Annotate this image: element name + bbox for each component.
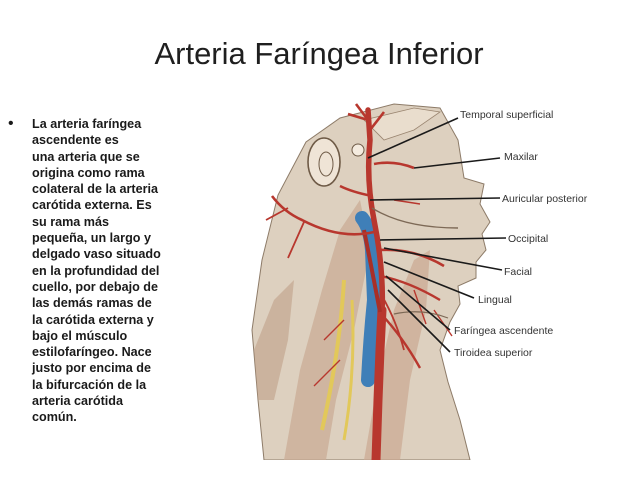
- bullet-line: La arteria faríngea: [32, 117, 142, 131]
- bullet-line: en la profundidad del: [32, 263, 160, 278]
- label-maxilar: Maxilar: [504, 151, 538, 163]
- label-temporal-superficial: Temporal superficial: [460, 109, 553, 121]
- ear: [307, 137, 341, 187]
- anatomy-illustration: Temporal superficial Maxilar Auricular p…: [244, 100, 616, 460]
- bullet-line: pequeña, un largo y: [32, 231, 151, 246]
- bullet-line: la carótida externa y: [32, 312, 154, 327]
- leader-tiroidea: [387, 289, 451, 353]
- bullet-icon: •: [8, 115, 14, 132]
- bullet-line: la bifurcación de la: [32, 377, 147, 392]
- bullet-line: ascendente es: [32, 133, 119, 148]
- neck-arteries-diagram: Temporal superficial Maxilar Auricular p…: [251, 103, 588, 460]
- common-carotid-artery: [371, 305, 387, 460]
- bullet-line: común.: [32, 410, 77, 425]
- bullet-line: estilofaríngeo. Nace: [32, 345, 152, 360]
- temporal-region: [363, 107, 442, 141]
- leader-faringea: [385, 275, 451, 331]
- label-occipital: Occipital: [508, 233, 548, 245]
- bullet-line: colateral de la arteria: [32, 182, 159, 197]
- leader-facial: [383, 247, 503, 271]
- ear-lobe: [351, 143, 365, 157]
- bullet-line: su rama más: [32, 214, 110, 229]
- jugular-vein: [355, 211, 382, 387]
- leader-lingual: [383, 261, 475, 299]
- occipital-branch: [270, 195, 375, 236]
- internal-carotid-artery: [362, 229, 382, 313]
- small-vessels: [313, 199, 453, 387]
- leader-occipital: [379, 237, 507, 241]
- bullet-line: una arteria que se: [32, 149, 140, 164]
- bullet-text: La arteria faríngea ascendente es una ar…: [32, 116, 200, 426]
- label-faringea-ascendente: Faríngea ascendente: [454, 325, 553, 337]
- label-lingual: Lingual: [478, 294, 512, 306]
- temporal-branch: [347, 103, 386, 131]
- leader-auricular: [369, 197, 501, 201]
- hyoid-outline: [393, 311, 449, 319]
- leader-temporal: [367, 117, 459, 159]
- occipital-subbranch: [265, 207, 305, 259]
- posterior-auricular-branch: [339, 184, 373, 198]
- superior-thyroid-branch: [380, 313, 422, 369]
- nerve: [342, 299, 355, 441]
- label-auricular-posterior: Auricular posterior: [502, 193, 588, 205]
- mandible-outline: [371, 207, 459, 229]
- leader-maxilar: [413, 157, 501, 169]
- maxillary-branch: [373, 161, 415, 170]
- muscle-band: [284, 200, 370, 460]
- bullet-line: bajo el músculo: [32, 328, 128, 343]
- muscle-band: [254, 280, 294, 400]
- label-tiroidea-superior: Tiroidea superior: [454, 347, 533, 359]
- bullet-line: carótida externa. Es: [32, 198, 152, 213]
- label-facial: Facial: [504, 266, 532, 278]
- nerve: [320, 279, 346, 431]
- ascending-pharyngeal-branch: [381, 295, 405, 351]
- bullet-line: las demás ramas de: [32, 296, 152, 311]
- bullet-line: delgado vaso situado: [32, 247, 161, 262]
- bullet-line: cuello, por debajo de: [32, 279, 158, 294]
- bullet-line: arteria carótida: [32, 394, 123, 409]
- bullet-line: justo por encima de: [32, 361, 151, 376]
- bullet-line: origina como rama: [32, 165, 145, 180]
- slide-title: Arteria Faríngea Inferior: [154, 36, 484, 71]
- ear-inner: [318, 151, 334, 177]
